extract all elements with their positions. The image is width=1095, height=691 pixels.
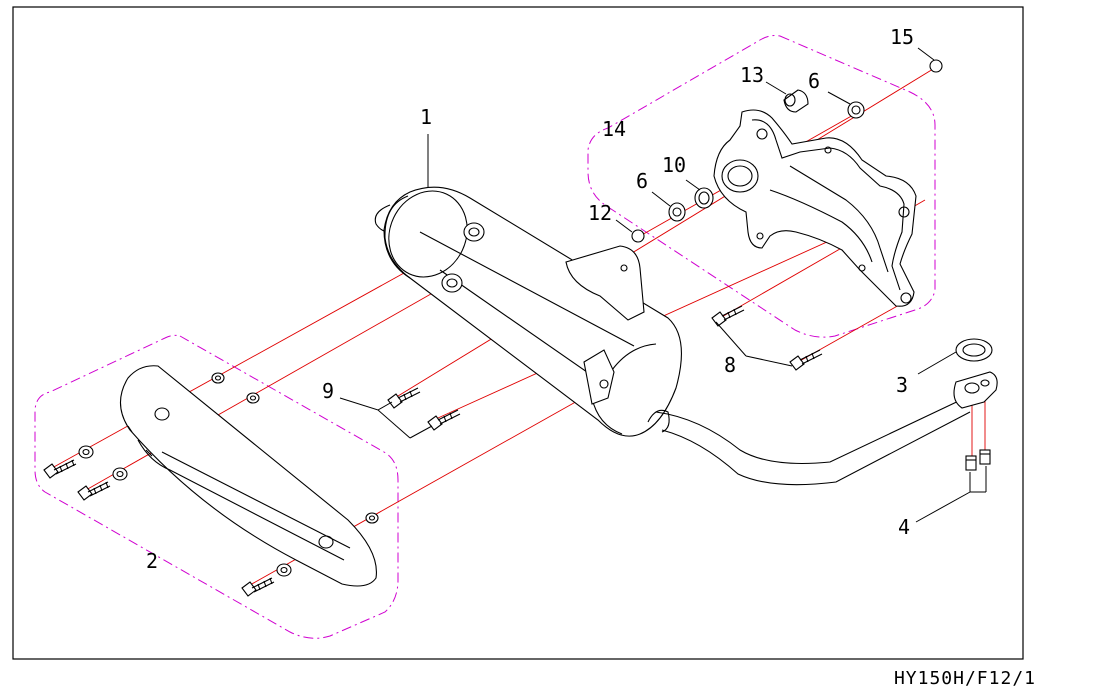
callout-2: 2 — [146, 549, 158, 573]
callout-14: 14 — [602, 117, 626, 141]
callout-9: 9 — [322, 379, 334, 403]
drawing-frame — [12, 6, 1024, 660]
exhaust-pipe — [647, 371, 998, 486]
bracket-hardware — [631, 59, 943, 243]
callout-labels: 1 2 3 4 6 6 8 9 10 12 13 14 15 — [146, 25, 914, 573]
callout-1: 1 — [420, 105, 432, 129]
callout-10: 10 — [662, 153, 686, 177]
leader-lines — [339, 47, 987, 523]
callout-6-lower: 6 — [636, 169, 648, 193]
callout-6-upper: 6 — [808, 69, 820, 93]
group-outline-heat-shield — [34, 334, 399, 639]
gasket — [955, 338, 993, 362]
callout-15: 15 — [890, 25, 914, 49]
callout-8: 8 — [724, 353, 736, 377]
callout-4: 4 — [898, 515, 910, 539]
drawing-code: HY150H/F12/1 — [894, 668, 1036, 689]
shield-fasteners — [43, 372, 379, 597]
group-outline-bracket — [587, 35, 936, 338]
muffler — [374, 186, 682, 437]
callout-12: 12 — [588, 201, 612, 225]
callout-13: 13 — [740, 63, 764, 87]
mounting-bracket — [713, 109, 917, 307]
bolts-9 — [387, 387, 461, 431]
bolts-8 — [711, 305, 823, 371]
flange-nuts — [965, 449, 991, 471]
callout-3: 3 — [896, 373, 908, 397]
heat-shield — [119, 365, 377, 587]
